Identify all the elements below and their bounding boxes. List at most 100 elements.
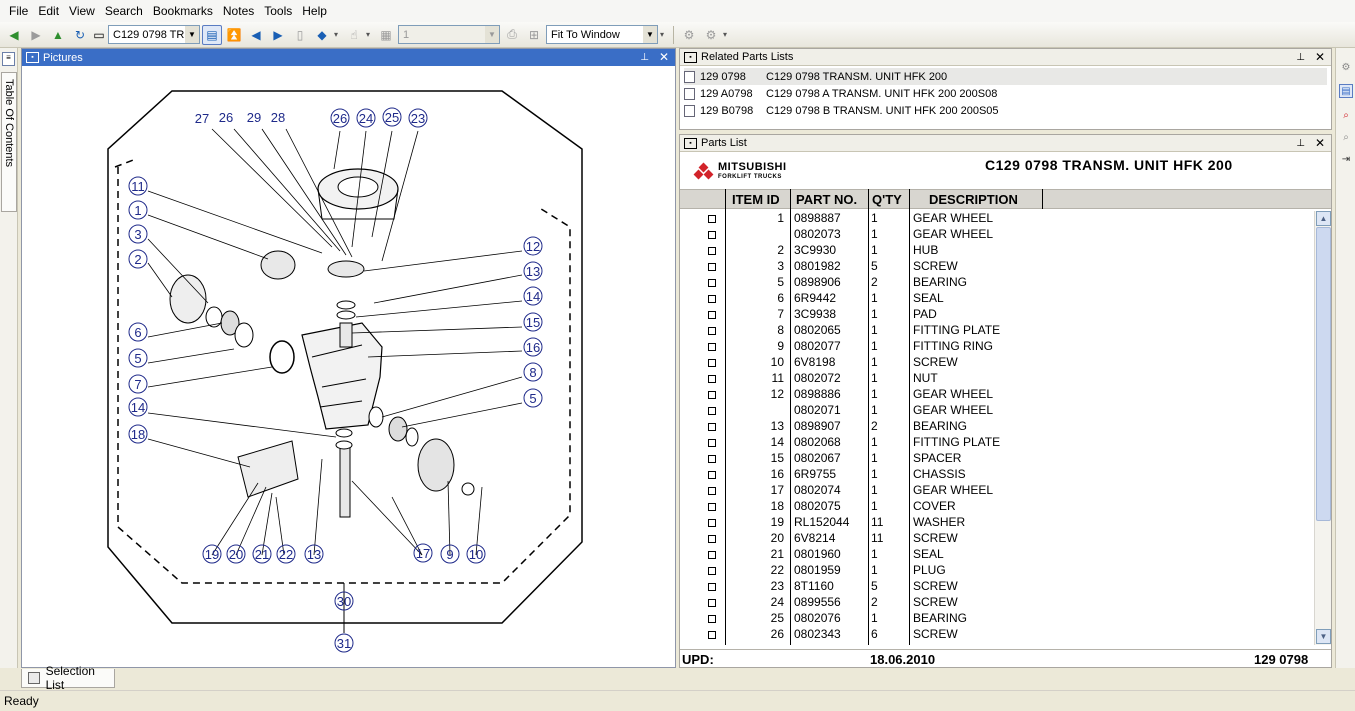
previous-page-icon[interactable]: ◀ — [251, 27, 261, 42]
parts-list-scrollbar[interactable]: ▲ ▼ — [1314, 211, 1331, 645]
row-checkbox[interactable] — [708, 519, 716, 527]
callout-26b[interactable]: 26 — [333, 111, 347, 126]
callout-23[interactable]: 23 — [411, 111, 425, 126]
selection-list-tab[interactable]: Selection List — [21, 664, 115, 692]
page-view-icon[interactable]: ▤ — [202, 24, 222, 45]
row-checkbox[interactable] — [708, 407, 716, 415]
row-checkbox[interactable] — [708, 439, 716, 447]
callout-20[interactable]: 20 — [229, 547, 243, 562]
menu-bookmarks[interactable]: Bookmarks — [152, 4, 213, 18]
callout-16[interactable]: 16 — [526, 340, 540, 355]
page-number-field[interactable]: 1 ▼ — [398, 25, 500, 44]
up-arrow-icon[interactable]: ▲ — [52, 27, 64, 42]
callout-13b[interactable]: 13 — [307, 547, 321, 562]
callout-17[interactable]: 17 — [416, 546, 430, 561]
menu-help[interactable]: Help — [302, 4, 327, 18]
col-item-id[interactable]: ITEM ID — [732, 192, 780, 207]
document-select[interactable]: C129 0798 TR ▼ — [108, 25, 200, 44]
print-icon[interactable]: ⎙ — [507, 27, 517, 41]
callout-31[interactable]: 31 — [337, 636, 351, 651]
callout-10[interactable]: 10 — [469, 547, 483, 562]
first-page-icon[interactable]: ⏫ — [226, 27, 242, 42]
callout-14b[interactable]: 14 — [526, 289, 540, 304]
callout-21[interactable]: 21 — [255, 547, 269, 562]
table-of-contents-tab[interactable]: Table Of Contents — [1, 72, 17, 212]
menu-notes[interactable]: Notes — [222, 4, 255, 18]
callout-14[interactable]: 14 — [131, 400, 145, 415]
scroll-up-icon[interactable]: ▲ — [1316, 211, 1331, 226]
related-parts-row[interactable]: 129 0798 C129 0798 TRANSM. UNIT HFK 200 — [684, 68, 1327, 85]
row-checkbox[interactable] — [708, 375, 716, 383]
zoom-icon[interactable]: ⊞ — [528, 27, 540, 42]
row-checkbox[interactable] — [708, 311, 716, 319]
tools-icon[interactable]: ⚙ — [1341, 61, 1351, 73]
row-checkbox[interactable] — [708, 343, 716, 351]
menu-search[interactable]: Search — [104, 4, 143, 18]
col-part-no[interactable]: PART NO. — [796, 192, 858, 207]
toolbar-grip-icon[interactable]: ▾ — [723, 30, 728, 39]
callout-30[interactable]: 30 — [337, 594, 351, 609]
menu-view[interactable]: View — [69, 4, 95, 18]
callout-22[interactable]: 22 — [279, 547, 293, 562]
pin-icon[interactable]: ⊥ — [1296, 52, 1305, 63]
menu-edit[interactable]: Edit — [38, 4, 60, 18]
callout-1[interactable]: 1 — [134, 203, 141, 218]
pin-icon[interactable]: ⊥ — [640, 52, 649, 63]
callout-11[interactable]: 11 — [131, 179, 145, 194]
row-checkbox[interactable] — [708, 583, 716, 591]
callout-5[interactable]: 5 — [134, 351, 141, 366]
col-description[interactable]: DESCRIPTION — [929, 192, 1018, 207]
callout-29[interactable]: 29 — [247, 110, 261, 125]
settings-icon[interactable]: ⚙ — [705, 27, 717, 42]
page-icon[interactable]: ▯ — [296, 27, 304, 42]
forward-arrow-icon[interactable]: ▶ — [31, 27, 41, 42]
callout-15[interactable]: 15 — [526, 315, 540, 330]
callout-2[interactable]: 2 — [134, 252, 141, 267]
row-checkbox[interactable] — [708, 615, 716, 623]
row-checkbox[interactable] — [708, 631, 716, 639]
search-icon[interactable]: ⌕ — [1343, 109, 1349, 121]
row-checkbox[interactable] — [708, 247, 716, 255]
bookmark-icon[interactable]: ◆ — [317, 27, 327, 42]
row-checkbox[interactable] — [708, 391, 716, 399]
row-checkbox[interactable] — [708, 471, 716, 479]
scrollbar-thumb[interactable] — [1316, 227, 1331, 521]
toc-icon[interactable]: ≡ — [2, 52, 15, 66]
toolbar-grip-icon[interactable]: ▾ — [660, 30, 665, 39]
bookmark-icon[interactable]: ▤ — [1339, 84, 1353, 98]
close-icon[interactable]: ✕ — [658, 50, 669, 64]
callout-8[interactable]: 8 — [529, 365, 536, 380]
menu-tools[interactable]: Tools — [264, 4, 293, 18]
row-checkbox[interactable] — [708, 295, 716, 303]
row-checkbox[interactable] — [708, 327, 716, 335]
close-icon[interactable]: ✕ — [1314, 136, 1325, 150]
callout-26[interactable]: 26 — [219, 110, 233, 125]
pointer-icon[interactable]: ☝ — [350, 27, 358, 42]
exploded-parts-drawing[interactable]: 27 26 29 28 26 24 25 23 11 1 3 2 6 5 7 1… — [22, 67, 675, 667]
callout-24[interactable]: 24 — [359, 111, 373, 126]
callout-25[interactable]: 25 — [385, 110, 399, 125]
callout-28[interactable]: 28 — [271, 110, 285, 125]
callout-7[interactable]: 7 — [134, 377, 141, 392]
chevron-down-icon[interactable]: ▼ — [185, 26, 199, 43]
